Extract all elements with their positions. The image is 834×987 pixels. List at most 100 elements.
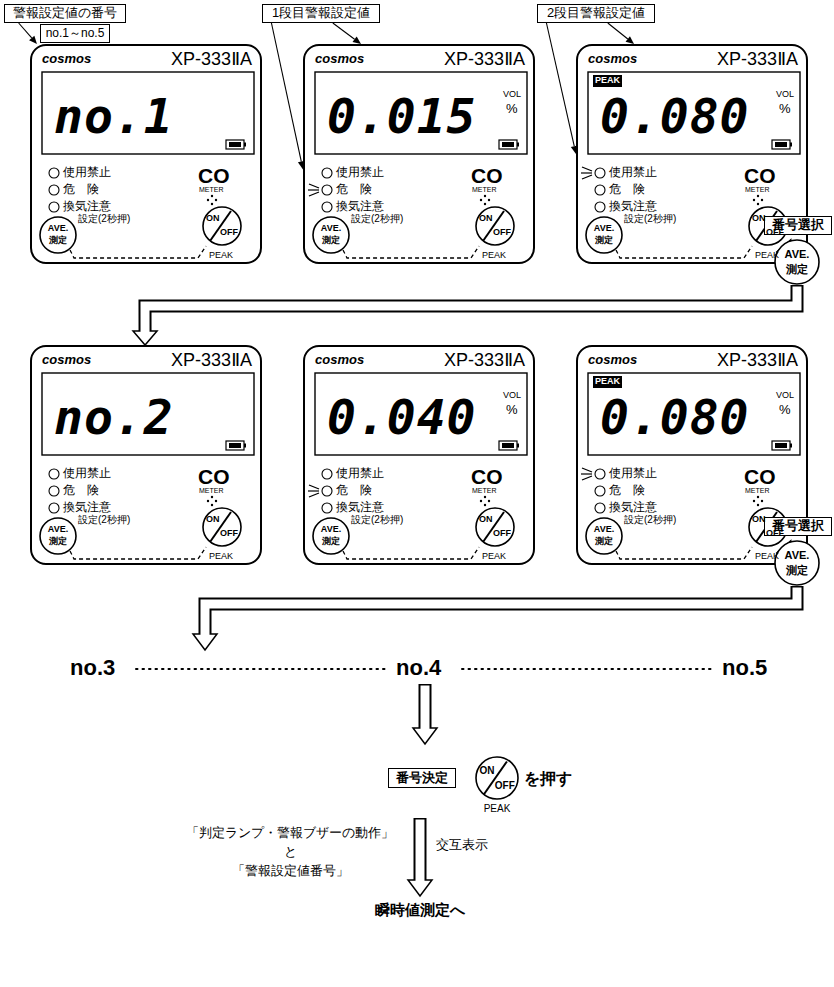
- callout-box: 警報設定値の番号: [4, 4, 126, 23]
- brand-logo: cosmos: [42, 353, 91, 367]
- button-text: ON: [479, 214, 493, 224]
- callout-text: 番号決定: [396, 771, 448, 785]
- button-caption: 設定(2秒押): [624, 514, 676, 525]
- button-text: AVE.: [312, 525, 350, 535]
- unit-label: %: [506, 102, 518, 116]
- button-caption: 設定(2秒押): [624, 213, 676, 224]
- button-text: 測定: [585, 537, 623, 547]
- lamp-label: 使用禁止: [609, 467, 657, 480]
- gas-meter: AVE.測定ONOFFcosmosXP-333ⅡA0.015VOL%使用禁止危 …: [303, 44, 535, 264]
- gas-label: CO: [471, 164, 503, 187]
- button-text: AVE.: [774, 549, 820, 561]
- ave-button: AVE.測定: [585, 517, 623, 555]
- callout-text: 警報設定値の番号: [13, 6, 117, 20]
- button-text: ON: [206, 214, 220, 224]
- callout-box: 2段目警報設定値: [537, 4, 655, 23]
- callout-text: no.1～no.5: [46, 27, 105, 40]
- peak-badge: PEAK: [593, 75, 622, 87]
- power-button: ONOFF: [475, 507, 515, 547]
- model-name: XP-333ⅡA: [717, 50, 798, 70]
- ave-button: AVE.測定: [39, 517, 77, 555]
- callout-text: 2段目警報設定値: [547, 6, 645, 20]
- gas-meter: AVE.測定ONOFFcosmosXP-333ⅡAno.2使用禁止危 険換気注意…: [30, 345, 262, 565]
- meter-label: METER: [472, 186, 497, 194]
- step-number: no.3: [70, 656, 115, 680]
- leader-line: [546, 23, 577, 154]
- leader-line: [271, 23, 304, 169]
- meter-label: METER: [745, 186, 770, 194]
- note-text: PEAK: [484, 803, 511, 814]
- hollow-arrow: [193, 586, 797, 650]
- peak-badge: PEAK: [593, 376, 622, 388]
- gas-meter: AVE.測定ONOFFcosmosXP-333ⅡA0.040VOL%使用禁止危 …: [303, 345, 535, 565]
- button-caption: 設定(2秒押): [78, 514, 130, 525]
- callout-box: no.1～no.5: [40, 24, 110, 43]
- button-text: OFF: [220, 529, 238, 539]
- button-text: ON: [479, 765, 494, 776]
- step-number: no.4: [396, 656, 441, 680]
- lamp-label: 危 険: [609, 183, 645, 196]
- unit-label: %: [779, 102, 791, 116]
- lcd-value: 0.080: [600, 90, 750, 143]
- button-caption: PEAK: [755, 251, 779, 261]
- button-outline: [202, 507, 242, 547]
- unit-label: %: [779, 403, 791, 417]
- meter-label: METER: [199, 186, 224, 194]
- power-button: ONOFF: [475, 756, 519, 800]
- gas-label: CO: [744, 465, 776, 488]
- note-text: と: [284, 845, 297, 859]
- button-text: OFF: [493, 228, 511, 238]
- lamp-label: 使用禁止: [63, 166, 111, 179]
- ave-button: AVE.測定: [585, 216, 623, 254]
- note-text: 交互表示: [436, 838, 488, 852]
- button-text: AVE.: [312, 224, 350, 234]
- model-name: XP-333ⅡA: [171, 351, 252, 371]
- lamp-label: 換気注意: [336, 501, 384, 514]
- callout-box: 1段目警報設定値: [262, 4, 380, 23]
- lamp-label: 使用禁止: [63, 467, 111, 480]
- unit-label: VOL: [503, 391, 521, 401]
- button-text: AVE.: [774, 248, 820, 260]
- button-outline: [774, 239, 820, 285]
- button-text: 測定: [312, 537, 350, 547]
- model-name: XP-333ⅡA: [171, 50, 252, 70]
- lamp-label: 使用禁止: [609, 166, 657, 179]
- lamp-label: 危 険: [63, 183, 99, 196]
- flow-arrow: [133, 285, 797, 345]
- lcd-value: 0.040: [327, 391, 477, 444]
- button-text: 測定: [774, 263, 820, 275]
- button-caption: PEAK: [755, 552, 779, 562]
- lamp-label: 換気注意: [63, 501, 111, 514]
- button-caption: PEAK: [209, 251, 233, 261]
- lamp-label: 換気注意: [63, 200, 111, 213]
- button-text: AVE.: [39, 224, 77, 234]
- lcd-value: 0.015: [327, 90, 477, 143]
- button-text: ON: [752, 214, 766, 224]
- button-caption: 設定(2秒押): [351, 213, 403, 224]
- button-outline: [475, 756, 519, 800]
- callout-box: 番号選択: [764, 517, 832, 536]
- button-caption: PEAK: [209, 552, 233, 562]
- button-caption: 設定(2秒押): [78, 213, 130, 224]
- ave-button: AVE.測定: [774, 540, 820, 586]
- lamp-label: 使用禁止: [336, 166, 384, 179]
- button-caption: 設定(2秒押): [351, 514, 403, 525]
- brand-logo: cosmos: [315, 353, 364, 367]
- callout-box: 番号決定: [388, 768, 456, 788]
- note-text: を押す: [524, 770, 572, 788]
- step-number: no.5: [722, 656, 767, 680]
- leader-line: [19, 23, 37, 44]
- callout-box: 番号選択: [764, 216, 832, 235]
- unit-label: VOL: [776, 90, 794, 100]
- hollow-arrow: [408, 818, 432, 896]
- power-button: ONOFF: [475, 206, 515, 246]
- ave-button: AVE.測定: [39, 216, 77, 254]
- lamp-label: 使用禁止: [336, 467, 384, 480]
- unit-label: VOL: [776, 391, 794, 401]
- callout-text: 1段目警報設定値: [272, 6, 370, 20]
- power-button: ONOFF: [202, 206, 242, 246]
- lamp-label: 換気注意: [609, 200, 657, 213]
- brand-logo: cosmos: [315, 52, 364, 66]
